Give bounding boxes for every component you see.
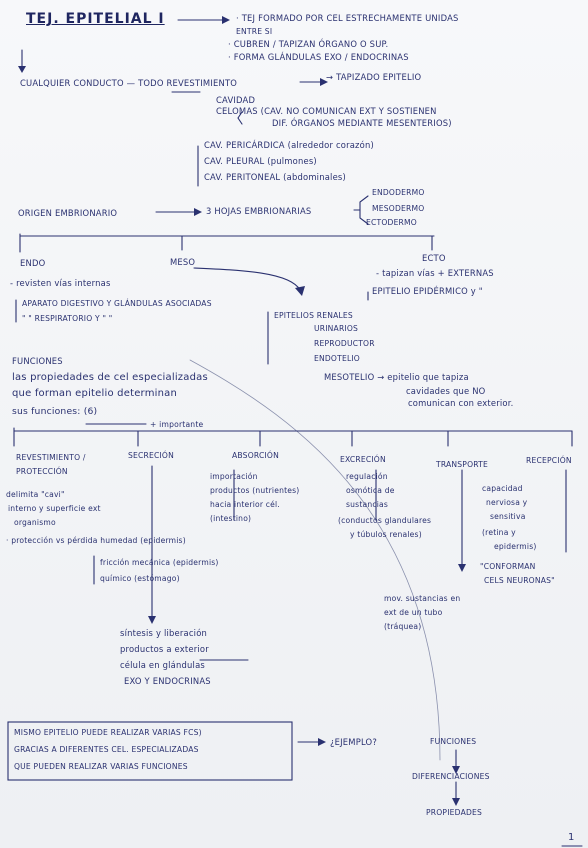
cavidad-pleural: CAV. PLEURAL (pulmones) bbox=[204, 156, 317, 166]
cavidad-pericardica: CAV. PERICÁRDICA (alrededor corazón) bbox=[204, 140, 374, 150]
excrecion-line-3: sustancias bbox=[346, 500, 389, 509]
absorcion-line-1: importación bbox=[210, 472, 258, 481]
funciones-intro-2: que forman epitelio determinan bbox=[12, 388, 178, 399]
revestimiento-line-1: delimita "cavi" bbox=[6, 490, 65, 499]
meso-item-1: EPITELIOS RENALES bbox=[274, 311, 353, 320]
recepcion-line-3: sensitiva bbox=[490, 512, 526, 521]
revestimiento-line-2: interno y superficie ext bbox=[8, 504, 101, 513]
funciones-label: FUNCIONES bbox=[12, 356, 63, 366]
meso-item-4: ENDOTELIO bbox=[314, 354, 360, 363]
ecto-description-1: - tapizan vías + EXTERNAS bbox=[376, 268, 494, 278]
celomas-line-2: DIF. ÓRGANOS MEDIANTE MESENTERIOS) bbox=[272, 118, 452, 128]
recepcion-line-1: capacidad bbox=[482, 484, 523, 493]
recepcion-line-2: nerviosa y bbox=[486, 498, 528, 507]
proteccion-line-1: · protección vs pérdida humedad (epiderm… bbox=[6, 536, 186, 545]
celomas-line-1: CELOMAS (CAV. NO COMUNICAN EXT Y SOSTIEN… bbox=[216, 106, 437, 116]
funciones-intro-3: sus funciones: (6) bbox=[12, 406, 98, 417]
ectodermo-label: ECTODERMO bbox=[366, 218, 417, 227]
secrecion-line-2: productos a exterior bbox=[120, 644, 209, 654]
footer-box-line-2: GRACIAS A DIFERENTES CEL. ESPECIALIZADAS bbox=[14, 745, 199, 754]
meso-item-2: URINARIOS bbox=[314, 324, 359, 333]
definition-line-1b: ENTRE SI bbox=[236, 27, 273, 36]
transporte-line-1: mov. sustancias en bbox=[384, 594, 461, 603]
transporte-line-3: (tráquea) bbox=[384, 622, 422, 631]
excrecion-column-head: EXCRECIÓN bbox=[340, 455, 386, 464]
secrecion-line-1: síntesis y liberación bbox=[120, 628, 208, 638]
flow-diferenciaciones: DIFERENCIACIONES bbox=[412, 772, 490, 781]
transporte-line-2: ext de un tubo bbox=[384, 608, 443, 617]
recepcion-column-head: RECEPCIÓN bbox=[526, 456, 572, 465]
flow-propiedades: PROPIEDADES bbox=[426, 808, 483, 817]
mesodermo-label: MESODERMO bbox=[372, 204, 425, 213]
recepcion-line-6: "CONFORMAN bbox=[480, 562, 536, 571]
mesotelio-line-3: comunican con exterior. bbox=[408, 398, 514, 408]
recepcion-line-7: CELS NEURONAS" bbox=[484, 576, 555, 585]
flow-funciones: FUNCIONES bbox=[430, 737, 477, 746]
excrecion-line-1: regulación bbox=[346, 472, 388, 481]
transporte-column-head: TRANSPORTE bbox=[436, 460, 489, 469]
aparato-digestivo: APARATO DIGESTIVO Y GLÁNDULAS ASOCIADAS bbox=[22, 299, 212, 308]
revestimiento-lead: CUALQUIER CONDUCTO — TODO REVESTIMIENTO bbox=[20, 78, 238, 88]
endo-description: - revisten vías internas bbox=[10, 278, 111, 288]
cavidad-label: CAVIDAD bbox=[216, 95, 256, 105]
absorcion-column-head: ABSORCIÓN bbox=[232, 451, 279, 460]
ejemplo-label: ¿EJEMPLO? bbox=[330, 737, 377, 747]
secrecion-column-head: SECRECIÓN bbox=[128, 451, 174, 460]
excrecion-line-5: y túbulos renales) bbox=[350, 530, 422, 539]
footer-box-line-3: QUE PUEDEN REALIZAR VARIAS FUNCIONES bbox=[14, 762, 188, 771]
ecto-description-2: EPITELIO EPIDÉRMICO y " bbox=[372, 286, 483, 296]
absorcion-line-2: productos (nutrientes) bbox=[210, 486, 300, 495]
importante-label: + importante bbox=[150, 420, 204, 429]
absorcion-line-4: (intestino) bbox=[210, 514, 252, 523]
meso-item-3: REPRODUCTOR bbox=[314, 339, 375, 348]
endodermo-label: ENDODERMO bbox=[372, 188, 425, 197]
secrecion-line-4: EXO Y ENDOCRINAS bbox=[124, 676, 211, 686]
origen-label: ORIGEN EMBRIONARIO bbox=[18, 208, 118, 218]
page-title: TEJ. EPITELIAL I bbox=[26, 11, 165, 27]
definition-line-2: · CUBREN / TAPIZAN ÓRGANO O SUP. bbox=[228, 39, 389, 49]
meso-column-head: MESO bbox=[170, 257, 196, 267]
excrecion-line-4: (conductos glandulares bbox=[338, 516, 432, 525]
endo-column-head: ENDO bbox=[20, 258, 46, 268]
revestimiento-column-head: REVESTIMIENTO / PROTECCIÓN bbox=[16, 453, 86, 476]
proteccion-line-2: fricción mecánica (epidermis) bbox=[100, 558, 219, 567]
ecto-column-head: ECTO bbox=[422, 253, 446, 263]
mesotelio-line-1: MESOTELIO → epitelio que tapiza bbox=[324, 372, 469, 382]
revestimiento-line-3: organismo bbox=[14, 518, 56, 527]
mesotelio-line-2: cavidades que NO bbox=[406, 386, 486, 396]
recepcion-line-5: epidermis) bbox=[494, 542, 537, 551]
proteccion-line-3: químico (estómago) bbox=[100, 574, 180, 583]
footer-box-line-1: MISMO EPITELIO PUEDE REALIZAR VARIAS FCS… bbox=[14, 728, 202, 737]
cavidad-peritoneal: CAV. PERITONEAL (abdominales) bbox=[204, 172, 346, 182]
recepcion-line-4: (retina y bbox=[482, 528, 516, 537]
funciones-intro-1: las propiedades de cel especializadas bbox=[12, 372, 208, 383]
page-number: 1 bbox=[568, 832, 575, 843]
secrecion-line-3: célula en glándulas bbox=[120, 660, 205, 670]
tapizado-text: → TAPIZADO EPITELIO bbox=[326, 72, 422, 82]
definition-line-1: · TEJ FORMADO POR CEL ESTRECHAMENTE UNID… bbox=[236, 13, 459, 23]
definition-line-3: · FORMA GLÁNDULAS EXO / ENDOCRINAS bbox=[228, 52, 409, 62]
excrecion-line-2: osmótica de bbox=[346, 486, 395, 495]
hojas-label: 3 HOJAS EMBRIONARIAS bbox=[206, 206, 312, 216]
aparato-respiratorio: " " RESPIRATORIO Y " " bbox=[22, 314, 113, 323]
absorcion-line-3: hacia interior cél. bbox=[210, 500, 280, 509]
